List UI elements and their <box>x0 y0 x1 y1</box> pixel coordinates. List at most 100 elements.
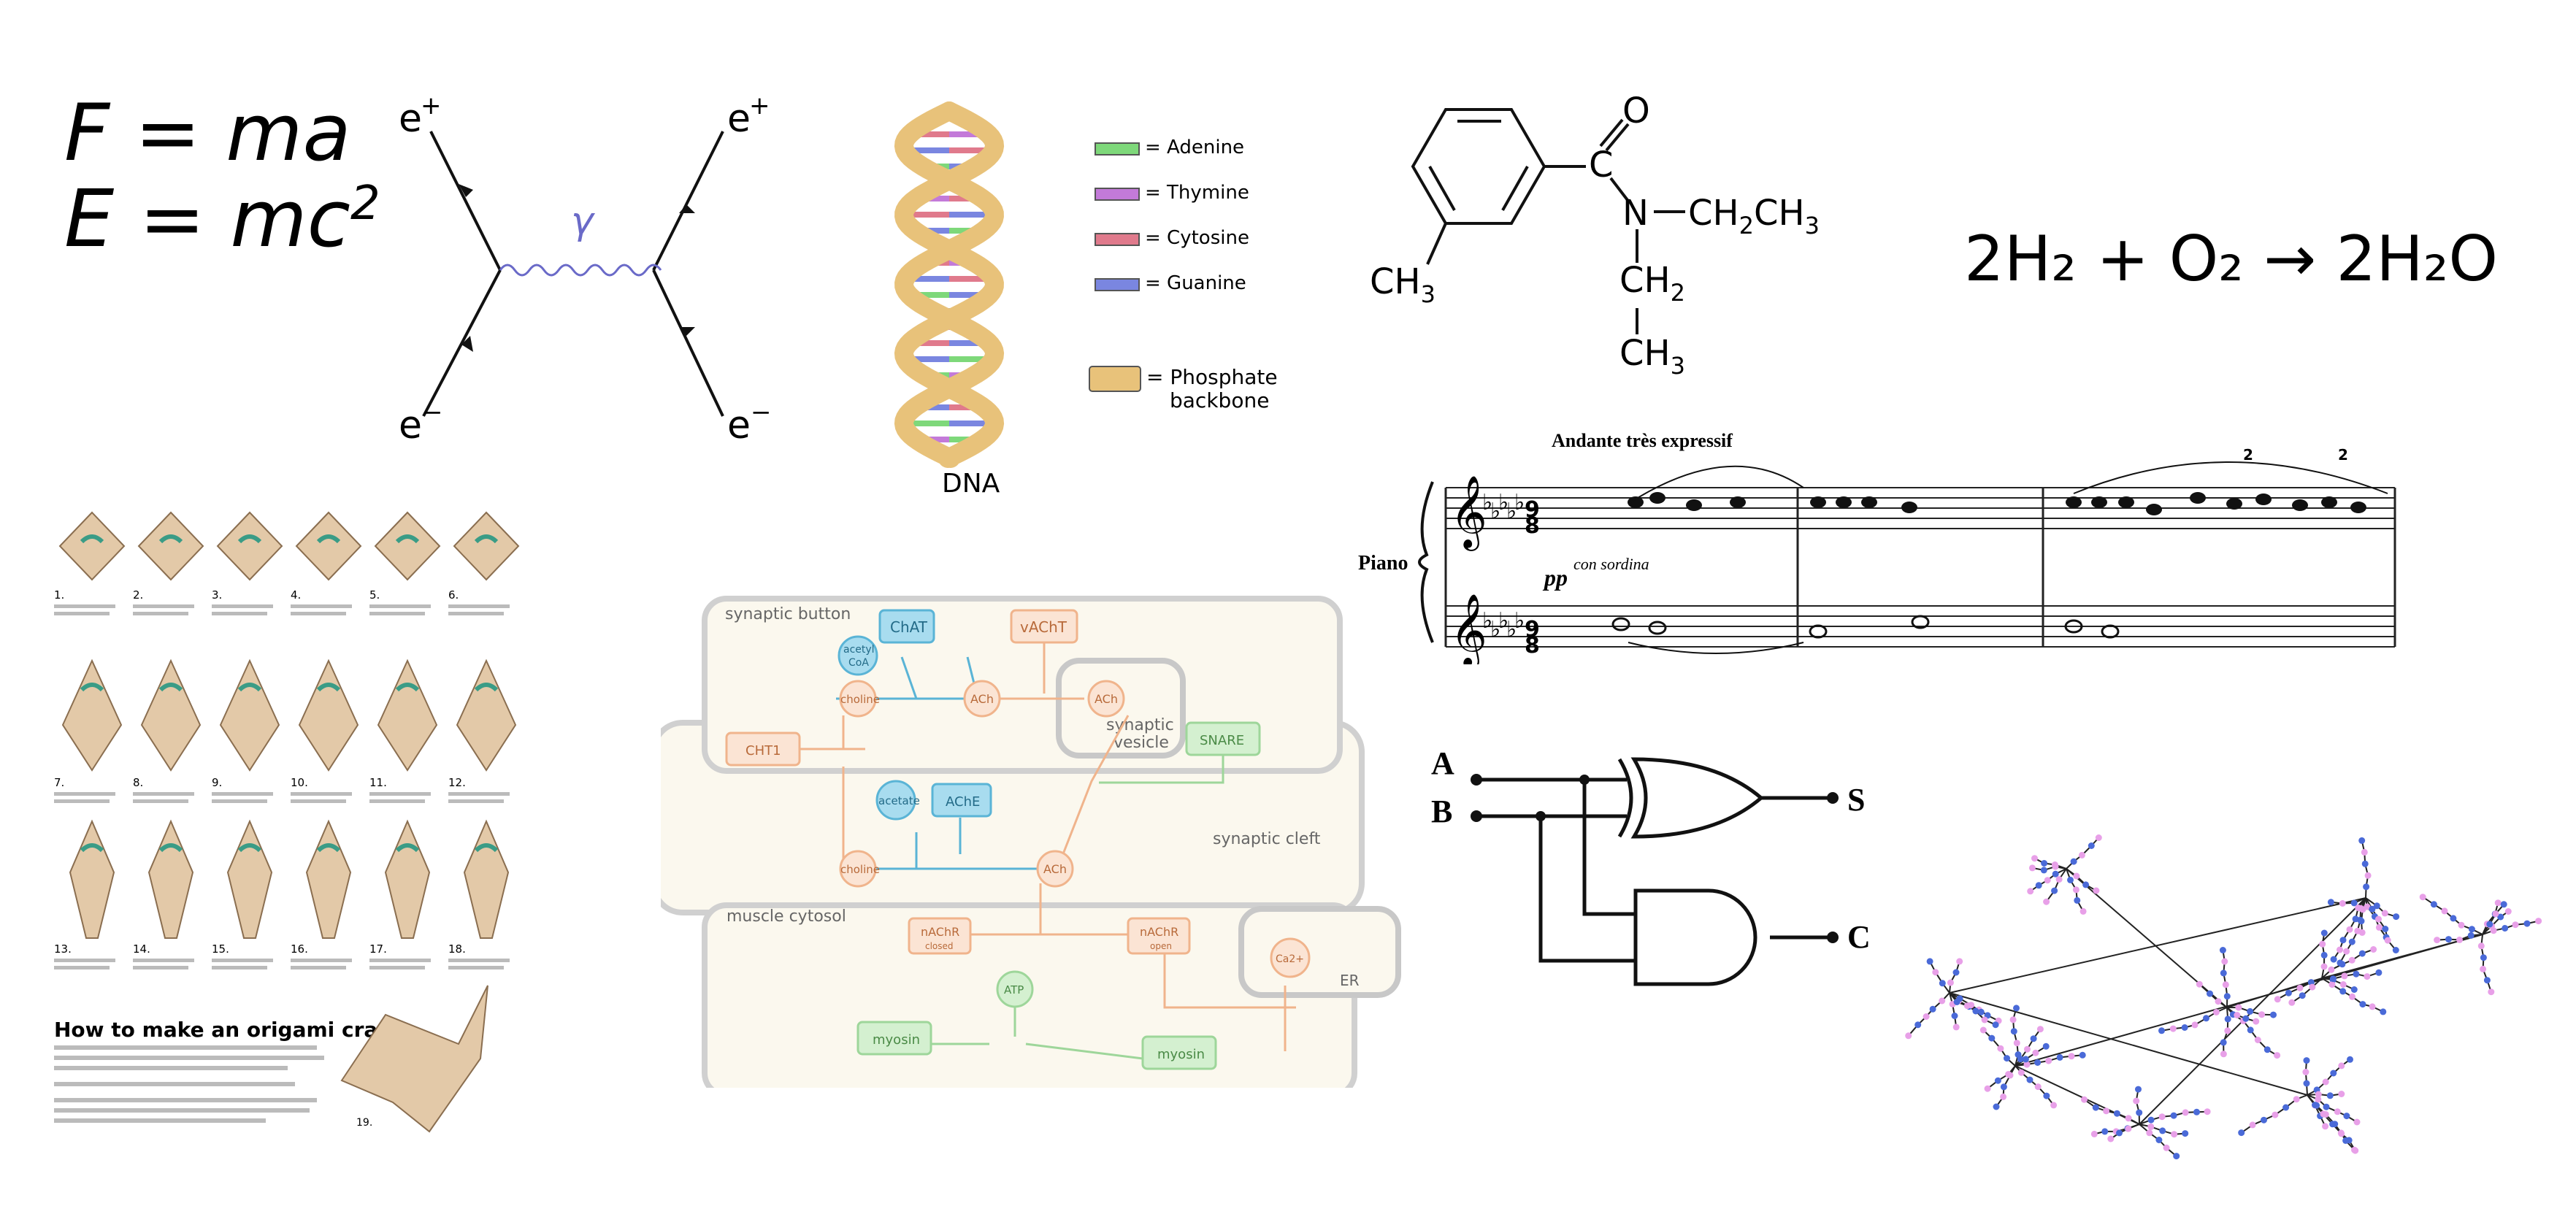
dna-backbone-strand-a <box>894 101 1005 468</box>
origami-step-figure <box>384 819 431 939</box>
network-node <box>2270 1011 2277 1018</box>
network-node <box>2234 1012 2241 1018</box>
origami-fold-arrow <box>474 683 499 692</box>
network-node <box>2319 940 2326 948</box>
origami-fold-arrow <box>80 683 104 692</box>
network-node <box>2044 877 2051 884</box>
note-head <box>1686 499 1702 511</box>
network-node <box>2191 1021 2199 1029</box>
network-node <box>2494 899 2502 907</box>
node-ach-top <box>963 680 1001 718</box>
key-flat-upper: ♭ <box>1514 490 1525 515</box>
node-acetyl-coa-label-1: acetyl <box>843 644 875 656</box>
network-node <box>2352 1147 2359 1154</box>
network-node <box>2000 1083 2007 1091</box>
note-head <box>2118 496 2134 508</box>
network-node <box>2095 834 2102 841</box>
network-node <box>2339 988 2347 995</box>
network-node <box>2330 956 2337 963</box>
node-nachr-open <box>1127 917 1191 955</box>
network-node <box>2067 876 2074 883</box>
expression-con-sordina: con sordina <box>1573 555 1649 573</box>
origami-step-text <box>369 799 425 803</box>
network-edge <box>2015 1065 2140 1125</box>
half-adder-circuit: A B S C <box>1431 745 1871 986</box>
network-node <box>2337 946 2343 953</box>
network-node <box>2328 981 2336 988</box>
network-node <box>2315 1096 2322 1103</box>
origami-fold-arrow <box>316 534 341 544</box>
origami-step-text <box>369 792 431 796</box>
network-node <box>2212 1009 2220 1015</box>
network-node <box>1984 1085 1991 1092</box>
origami-step-text <box>448 612 504 615</box>
network-node <box>2043 898 2050 905</box>
origami-step-figure <box>226 819 273 939</box>
network-node <box>2072 886 2079 894</box>
network-nodes <box>1905 834 2542 1160</box>
origami-step-text <box>369 612 425 615</box>
node-ach-cleft-label: ACh <box>1043 862 1067 876</box>
network-node <box>2006 1072 2014 1079</box>
network-node <box>2346 926 2353 933</box>
network-node <box>1956 958 1963 965</box>
network-node <box>2363 883 2370 891</box>
network-node <box>1905 1032 1912 1040</box>
origami-step-figure <box>61 658 123 772</box>
network-node <box>1988 1034 1996 1042</box>
network-node <box>2380 1008 2387 1015</box>
origami-step-figure <box>219 658 280 772</box>
network-node <box>2207 990 2213 997</box>
network-node <box>2238 1129 2245 1137</box>
origami-step-number: 13. <box>54 942 72 956</box>
atom-O: O <box>1622 91 1650 131</box>
network-node <box>2158 1027 2165 1034</box>
network-node <box>2004 1055 2010 1062</box>
origami-steps: 1.2.3.4.5.6.7.8.9.10.11.12.13.14.15.16.1… <box>54 511 520 969</box>
origami-step-number: 2. <box>133 588 143 602</box>
network-node <box>1926 958 1933 965</box>
dna-legend-swatch <box>1095 188 1140 201</box>
key-flat-lower: ♭ <box>1490 617 1500 642</box>
label-e-bottom-left: e <box>399 404 422 448</box>
network-node <box>2320 963 2328 970</box>
network-node <box>2272 1111 2279 1118</box>
network-node <box>2052 863 2059 870</box>
network-node <box>1914 1021 1922 1029</box>
network-node <box>2312 1102 2319 1109</box>
network-node <box>2133 1097 2140 1105</box>
origami-step-number: 6. <box>448 588 459 602</box>
note-head <box>1901 502 1917 513</box>
network-node <box>2434 937 2441 944</box>
network-node <box>2056 1053 2063 1061</box>
network-node <box>2302 1069 2309 1075</box>
network-node <box>2355 905 2362 911</box>
origami-step-text <box>291 612 346 615</box>
node-myosin-left-label: myosin <box>873 1032 920 1048</box>
node-ach-top-label: ACh <box>970 692 994 706</box>
key-flat-lower: ♭ <box>1498 608 1509 634</box>
treble-clef-upper: 𝄞 <box>1450 475 1487 551</box>
note-head <box>2350 502 2366 513</box>
origami-fold-arrow <box>237 683 262 692</box>
node-ach-vesicle-label: ACh <box>1095 692 1118 706</box>
node-nachr-closed-label: nAChR <box>921 925 959 939</box>
network-node <box>2113 1110 2120 1117</box>
network-node <box>2373 902 2380 910</box>
node-myosin-right <box>1141 1035 1217 1070</box>
network-node <box>2445 936 2452 943</box>
node-cht1 <box>725 731 801 767</box>
origami-step-text <box>54 792 115 796</box>
network-node <box>2361 860 2369 867</box>
network-node <box>2034 1059 2042 1066</box>
origami-step-number: 17. <box>369 942 387 956</box>
network-node <box>2082 881 2090 888</box>
origami-title: How to make an origami crane <box>54 1018 406 1042</box>
label-muscle-cytosol: muscle cytosol <box>727 907 846 926</box>
node-ach-cleft <box>1036 850 1074 888</box>
origami-step-text <box>212 612 267 615</box>
network-node <box>2339 937 2347 944</box>
node-chat-label: ChAT <box>890 618 928 636</box>
network-node <box>2147 1116 2155 1124</box>
network-node <box>1952 1024 1960 1031</box>
